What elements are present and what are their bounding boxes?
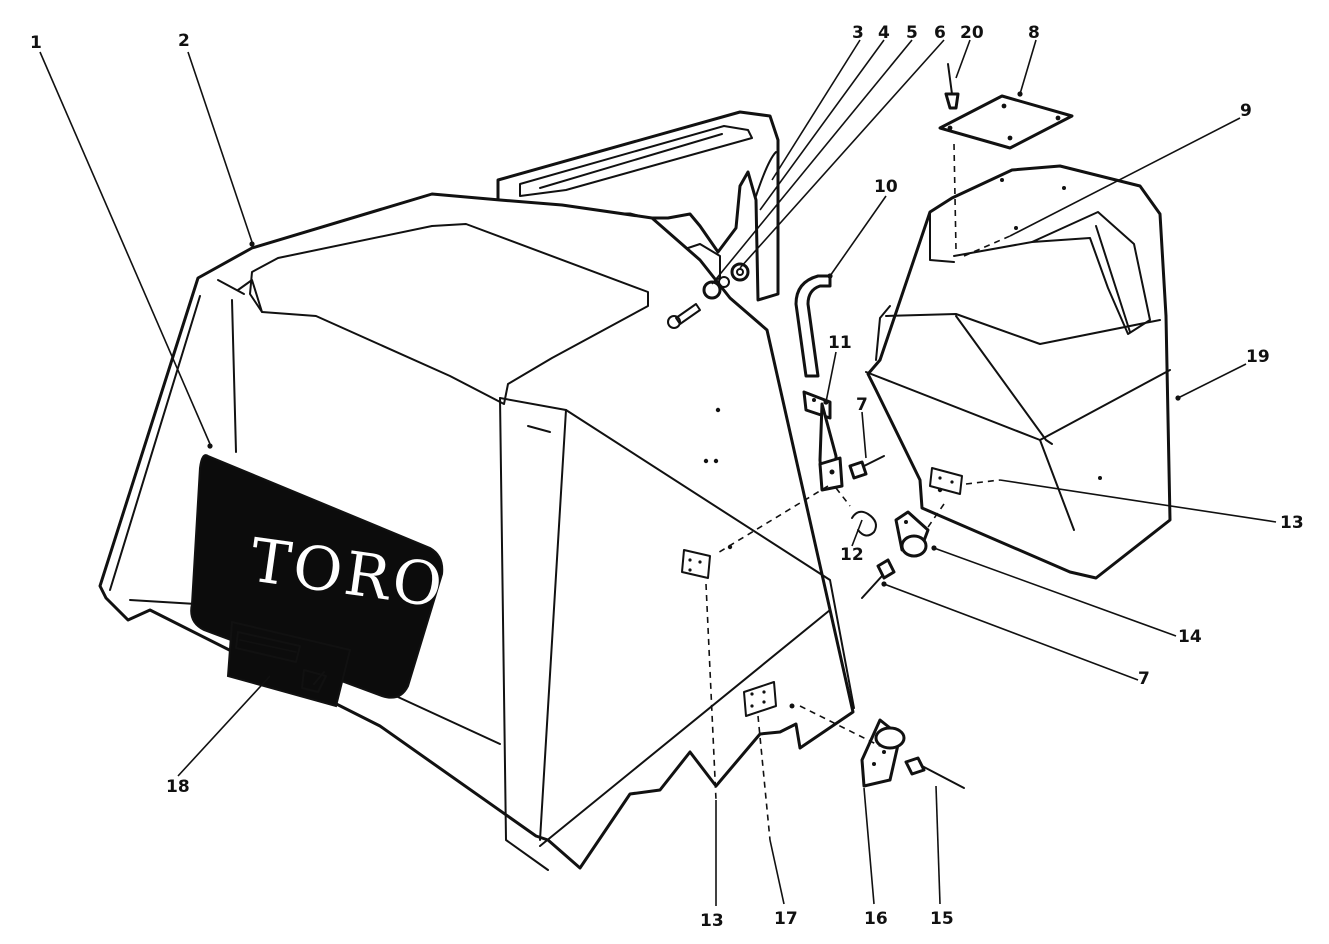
callout-8: 8 <box>1028 23 1040 43</box>
clevis-pin-15 <box>904 756 965 789</box>
callout-11: 11 <box>828 333 852 353</box>
rivet-20 <box>944 63 960 110</box>
callout-13-bottom: 13 <box>700 911 724 931</box>
callout-10: 10 <box>874 177 898 197</box>
callout-18: 18 <box>166 777 190 797</box>
assembly-lines <box>705 143 1011 841</box>
hinge-plate-17 <box>743 681 795 717</box>
callout-7-upper: 7 <box>856 395 868 415</box>
leader-lines <box>39 39 1277 906</box>
callout-6: 6 <box>934 23 946 43</box>
hinge-16 <box>860 718 906 788</box>
hinge-bracket-14 <box>894 510 930 558</box>
cover-plate <box>938 94 1074 150</box>
callout-2: 2 <box>178 31 190 51</box>
callout-14: 14 <box>1178 627 1202 647</box>
hinge-bracket-11 <box>802 390 844 492</box>
callout-20: 20 <box>960 23 984 43</box>
callout-9: 9 <box>1240 101 1252 121</box>
clevis-pin-upper <box>848 455 885 480</box>
grass-catcher <box>865 164 1172 580</box>
callout-4: 4 <box>878 23 890 43</box>
callout-5: 5 <box>906 23 918 43</box>
callout-16: 16 <box>864 909 888 929</box>
callout-15: 15 <box>930 909 954 929</box>
hair-pin-clip <box>851 510 877 537</box>
callout-7-lower: 7 <box>1138 669 1150 689</box>
callout-12: 12 <box>840 545 864 565</box>
callout-19: 19 <box>1246 347 1270 367</box>
main-hood <box>98 192 855 871</box>
serial-decal <box>226 620 352 708</box>
callout-13-right: 13 <box>1280 513 1304 533</box>
callout-labels: 1 2 3 4 5 6 20 8 9 10 11 7 12 19 13 14 7… <box>30 23 1304 931</box>
clevis-pin-lower <box>861 558 896 599</box>
hood-bolt-assembly <box>667 262 750 329</box>
support-rod <box>794 274 832 378</box>
hinge-plate-13-hood <box>681 549 711 579</box>
callout-17: 17 <box>774 909 798 929</box>
callout-3: 3 <box>852 23 864 43</box>
callout-1: 1 <box>30 33 42 53</box>
